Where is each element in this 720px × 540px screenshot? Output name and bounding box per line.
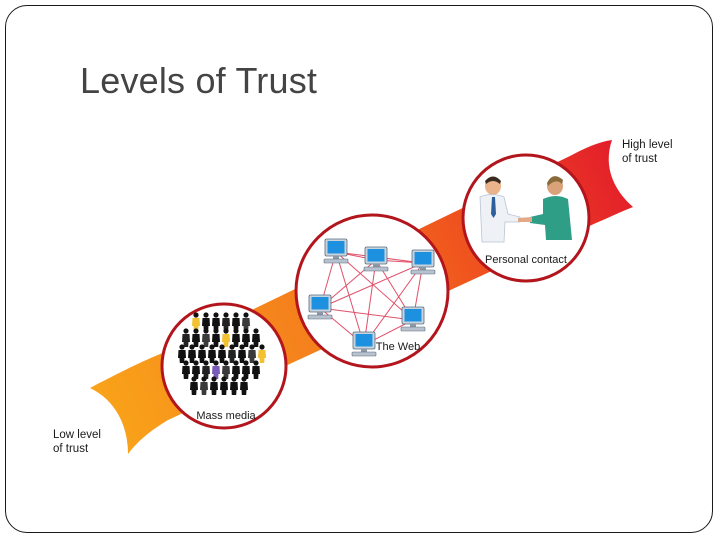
mass-media-circle bbox=[160, 302, 288, 430]
person-icon bbox=[222, 312, 230, 331]
person-icon bbox=[232, 328, 240, 347]
the-web-circle bbox=[294, 213, 450, 369]
person-icon bbox=[202, 312, 210, 331]
low-trust-line2: of trust bbox=[53, 443, 89, 455]
person-icon bbox=[208, 344, 216, 363]
person-icon bbox=[228, 344, 236, 363]
person-icon bbox=[200, 376, 208, 395]
person-icon bbox=[202, 360, 210, 379]
person-icon bbox=[222, 360, 230, 379]
person-icon bbox=[258, 344, 266, 363]
crowd-icon bbox=[178, 312, 266, 395]
person-icon bbox=[212, 312, 220, 331]
person-icon bbox=[188, 344, 196, 363]
person-icon bbox=[192, 360, 200, 379]
low-trust-line1: Low level bbox=[53, 429, 101, 441]
person-icon bbox=[222, 328, 230, 347]
person-icon bbox=[220, 376, 228, 395]
high-trust-line2: of trust bbox=[622, 153, 658, 165]
person-icon bbox=[192, 328, 200, 347]
person-icon bbox=[182, 360, 190, 379]
person-icon bbox=[248, 344, 256, 363]
person-icon bbox=[242, 312, 250, 331]
person-icon bbox=[212, 360, 220, 379]
person-icon bbox=[212, 328, 220, 347]
monitor-icon bbox=[363, 246, 389, 272]
person-icon bbox=[238, 344, 246, 363]
slide-title: Levels of Trust bbox=[80, 60, 318, 101]
personal-contact-circle bbox=[461, 153, 591, 283]
monitor-icon bbox=[307, 294, 333, 320]
high-trust-line1: High level bbox=[622, 139, 673, 151]
person-icon bbox=[240, 376, 248, 395]
high-trust-label: High level of trust bbox=[622, 138, 673, 166]
monitor-icon bbox=[400, 306, 426, 332]
person-icon bbox=[242, 328, 250, 347]
person-icon bbox=[190, 376, 198, 395]
person-icon bbox=[210, 376, 218, 395]
person-icon bbox=[198, 344, 206, 363]
monitor-icon bbox=[410, 249, 436, 275]
the-web-label: The Web bbox=[376, 341, 420, 353]
person-icon bbox=[232, 312, 240, 331]
monitor-icon bbox=[323, 238, 349, 264]
low-trust-label: Low level of trust bbox=[53, 428, 101, 456]
person-icon bbox=[230, 376, 238, 395]
handshake-icon bbox=[479, 176, 572, 243]
person-icon bbox=[252, 360, 260, 379]
computer-network-icon bbox=[307, 238, 436, 357]
mass-media-label: Mass media bbox=[196, 410, 256, 422]
person-icon bbox=[218, 344, 226, 363]
person-icon bbox=[232, 360, 240, 379]
monitor-icon bbox=[351, 331, 377, 357]
person-icon bbox=[178, 344, 186, 363]
person-icon bbox=[202, 328, 210, 347]
person-icon bbox=[242, 360, 250, 379]
person-icon bbox=[182, 328, 190, 347]
person-icon bbox=[252, 328, 260, 347]
personal-contact-label: Personal contact bbox=[485, 254, 567, 266]
person-icon bbox=[192, 312, 200, 331]
